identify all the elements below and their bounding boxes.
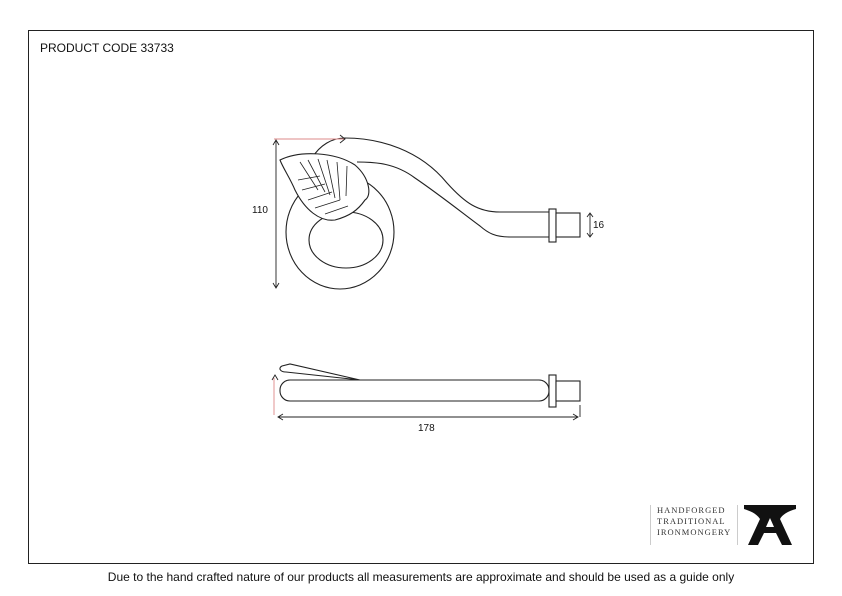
brand-text: HANDFORGED TRADITIONAL IRONMONGERY [650,505,739,545]
length-dimension: 178 [418,423,435,434]
disclaimer: Due to the hand crafted nature of our pr… [107,570,735,584]
drawing-frame [28,30,814,564]
side-view [279,363,581,408]
leaf-veins [297,158,349,215]
leaf [279,153,370,221]
brand-line: HANDFORGED [657,505,726,515]
anvil-logo-icon [744,505,796,545]
collar-side [548,374,557,408]
pin [555,212,581,238]
pin-side [555,380,581,402]
bar-side [279,379,550,402]
pin-dimension: 16 [593,220,605,231]
brand-line: TRADITIONAL [657,516,726,526]
collar [548,208,557,243]
ring-inner [308,211,384,269]
height-dimension: 110 [252,205,268,216]
lever-side [279,363,361,381]
dimension-lines [271,134,594,421]
lever-arm [311,137,549,238]
brand-line: IRONMONGERY [657,527,732,537]
top-view [279,137,581,290]
product-code: PRODUCT CODE 33733 [40,41,174,55]
